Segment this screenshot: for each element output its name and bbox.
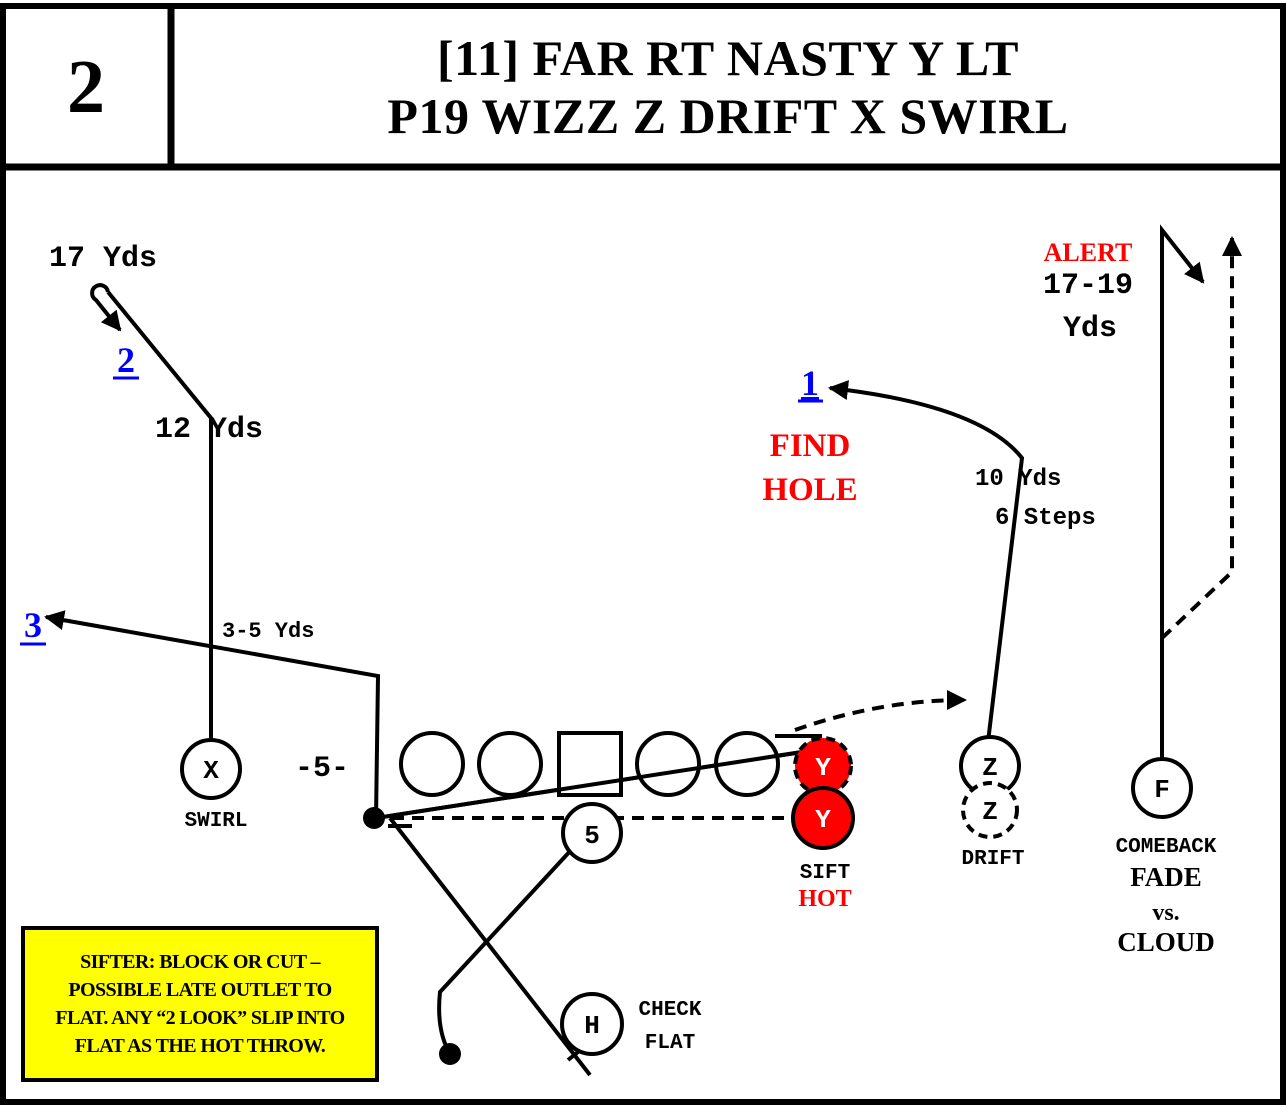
f-comeback-route [1160, 224, 1205, 758]
play-title-line-2: P19 WIZZ Z DRIFT X SWIRL [387, 88, 1069, 144]
x-depth-top: 17 Yds [49, 242, 157, 276]
f-depth-2: Yds [1063, 312, 1117, 346]
f-fade-route [1160, 236, 1242, 640]
f-player [1131, 757, 1193, 819]
sifter-note: SIFTER: BLOCK OR CUT – POSSIBLE LATE OUT… [21, 926, 379, 1082]
x-depth-break: 12 Yds [155, 413, 263, 447]
z-motion-player [961, 781, 1019, 839]
h-player [560, 992, 624, 1056]
f-route-1: COMEBACK [1116, 836, 1217, 859]
h-player-label: H [584, 1011, 600, 1041]
progression-3: 3 [24, 605, 42, 645]
right-guard [635, 731, 701, 797]
y-route-label-1: SIFT [800, 862, 850, 885]
x-swirl-route [106, 290, 213, 742]
sifter-note-line-2: POSSIBLE LATE OUTLET TO [68, 979, 332, 1001]
x-swirl-hook [90, 283, 122, 332]
qb-to-y-line-overlay [375, 748, 816, 820]
z-route-label: DRIFT [961, 848, 1024, 871]
y-start-label: Y [815, 753, 831, 783]
sifter-note-line-3: FLAT. ANY “2 LOOK” SLIP INTO [55, 1007, 345, 1029]
back-5-label: 5 [584, 821, 600, 851]
outer-border [0, 3, 1286, 1105]
z-depth-steps: 6 Steps [995, 505, 1096, 532]
play-number: 2 [67, 44, 105, 129]
f-depth-1: 17-19 [1043, 269, 1133, 303]
y-set-circle [791, 786, 855, 850]
back-5-end-dot [439, 1043, 461, 1065]
progression-3-route [44, 610, 381, 819]
y-start-circle [793, 736, 853, 796]
find-hole-2: HOLE [762, 472, 857, 508]
qb-dot [363, 807, 385, 829]
line-depth-label: -5- [295, 752, 349, 786]
sifter-note-line-4: FLAT AS THE HOT THROW. [74, 1035, 326, 1057]
f-alert: ALERT [1044, 238, 1133, 267]
f-route-3: vs. [1152, 900, 1179, 926]
z-motion-label: Z [982, 797, 998, 827]
find-hole-1: FIND [770, 428, 851, 464]
left-guard [477, 731, 543, 797]
x-player [180, 738, 242, 800]
f-route-4: CLOUD [1117, 927, 1215, 957]
h-check-route [388, 816, 592, 1077]
z-start-label: Z [982, 753, 998, 783]
h-route-2: FLAT [645, 1032, 695, 1055]
f-player-label: F [1154, 775, 1170, 805]
x-under-depth: 3-5 Yds [222, 619, 314, 644]
sifter-note-line-1: SIFTER: BLOCK OR CUT – [80, 951, 320, 973]
back-5-player [561, 802, 623, 864]
h-route-1: CHECK [638, 999, 701, 1022]
progression-2: 2 [117, 340, 135, 380]
play-title-line-1: [11] FAR RT NASTY Y LT [436, 30, 1020, 86]
f-route-2: FADE [1130, 862, 1202, 892]
play-title: [11] FAR RT NASTY Y LT P19 WIZZ Z DRIFT … [176, 10, 1280, 164]
y-route-label-2: HOT [798, 886, 851, 912]
z-drift-route [828, 380, 1025, 743]
x-route-label: SWIRL [184, 810, 247, 833]
y-set-label: Y [815, 805, 831, 835]
z-depth-yds: 10 Yds [975, 466, 1061, 493]
progression-1: 1 [801, 363, 819, 403]
left-tackle [399, 731, 465, 797]
z-motion-route [794, 690, 967, 732]
x-player-label: X [203, 756, 219, 786]
